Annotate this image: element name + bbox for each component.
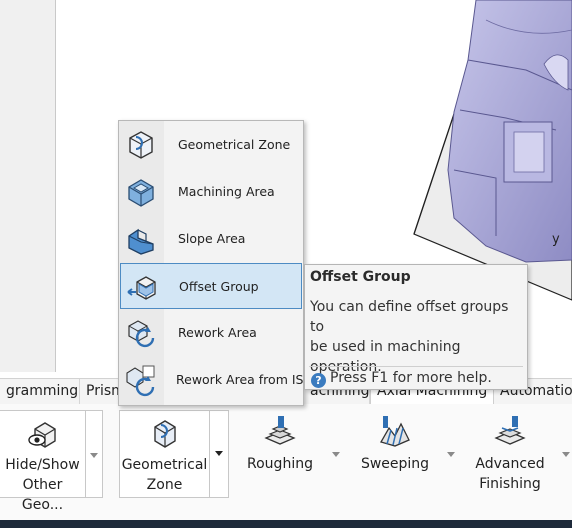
status-strip [0,520,572,528]
menu-item-offset-group[interactable]: Offset Group [120,263,302,309]
tooltip-help: ? Press F1 for more help. [311,368,492,388]
hide-show-icon [27,422,56,448]
sweeping-dropdown-icon[interactable] [447,452,455,457]
menu-item-label: Rework Area from IS [176,372,304,387]
menu-item-label: Machining Area [178,184,275,199]
machining-area-icon [128,179,154,207]
roughing-label: Roughing [247,456,313,472]
advanced-finishing-label-1: Advanced [475,456,545,472]
tooltip-title: Offset Group [310,269,411,285]
rework-area-from-is-icon [126,365,155,397]
slope-area-icon [128,228,154,255]
geometrical-zone-label-1: Geometrical [121,457,208,473]
menu-item-label: Slope Area [178,231,246,246]
advanced-finishing-label-2: Finishing [479,476,541,492]
offset-group-tooltip: Offset Group You can define offset group… [304,264,528,390]
advanced-finishing-icon [494,416,526,445]
sweeping-button[interactable]: Sweeping [352,410,438,498]
sweeping-icon [380,416,410,447]
geometrical-zone-icon [129,131,153,159]
chevron-down-icon [90,453,98,458]
geometrical-zone-dropdown-toggle[interactable] [210,410,229,498]
menu-item-label: Offset Group [179,279,259,294]
roughing-button[interactable]: Roughing [238,410,322,498]
menu-item-slope-area[interactable]: Slope Area [120,216,302,262]
geometrical-zone-icon [153,420,176,448]
part-3d-view [413,0,572,301]
tab-programming[interactable]: gramming [0,379,80,405]
tooltip-help-text: Press F1 for more help. [330,370,492,386]
menu-item-rework-area-from-is[interactable]: Rework Area from IS [120,357,304,403]
help-icon: ? [311,373,326,388]
tooltip-line-2: be used in machining [310,339,461,355]
sweeping-label: Sweeping [360,456,430,472]
rework-area-icon [128,320,155,348]
menu-item-rework-area[interactable]: Rework Area [120,310,302,356]
hide-show-label-1: Hide/Show [5,457,80,473]
offset-group-icon [127,276,156,300]
menu-item-label: Rework Area [178,325,257,340]
roughing-icon [264,416,296,445]
tooltip-separator [309,366,523,367]
hide-show-label-2: Other Geo... [21,477,64,513]
specification-tree-panel [0,0,56,372]
advanced-finishing-dropdown-icon[interactable] [562,452,570,457]
tooltip-line-1: You can define offset groups to [310,299,509,335]
menu-item-machining-area[interactable]: Machining Area [120,169,302,215]
menu-item-geometrical-zone[interactable]: Geometrical Zone [120,122,302,168]
roughing-dropdown-icon[interactable] [332,452,340,457]
tab-prismatic[interactable]: Prism [80,379,120,405]
geometrical-zone-dropdown-menu: Geometrical Zone Machining Area Slope Ar… [118,120,304,406]
hide-show-dropdown-toggle[interactable] [86,410,103,498]
axis-label: y [552,232,560,247]
chevron-down-icon [215,451,223,456]
tooltip-line-3: operation. [310,359,382,375]
geometrical-zone-label-2: Zone [146,477,183,493]
menu-item-label: Geometrical Zone [178,137,291,152]
tooltip-description: You can define offset groups to be used … [310,297,524,377]
